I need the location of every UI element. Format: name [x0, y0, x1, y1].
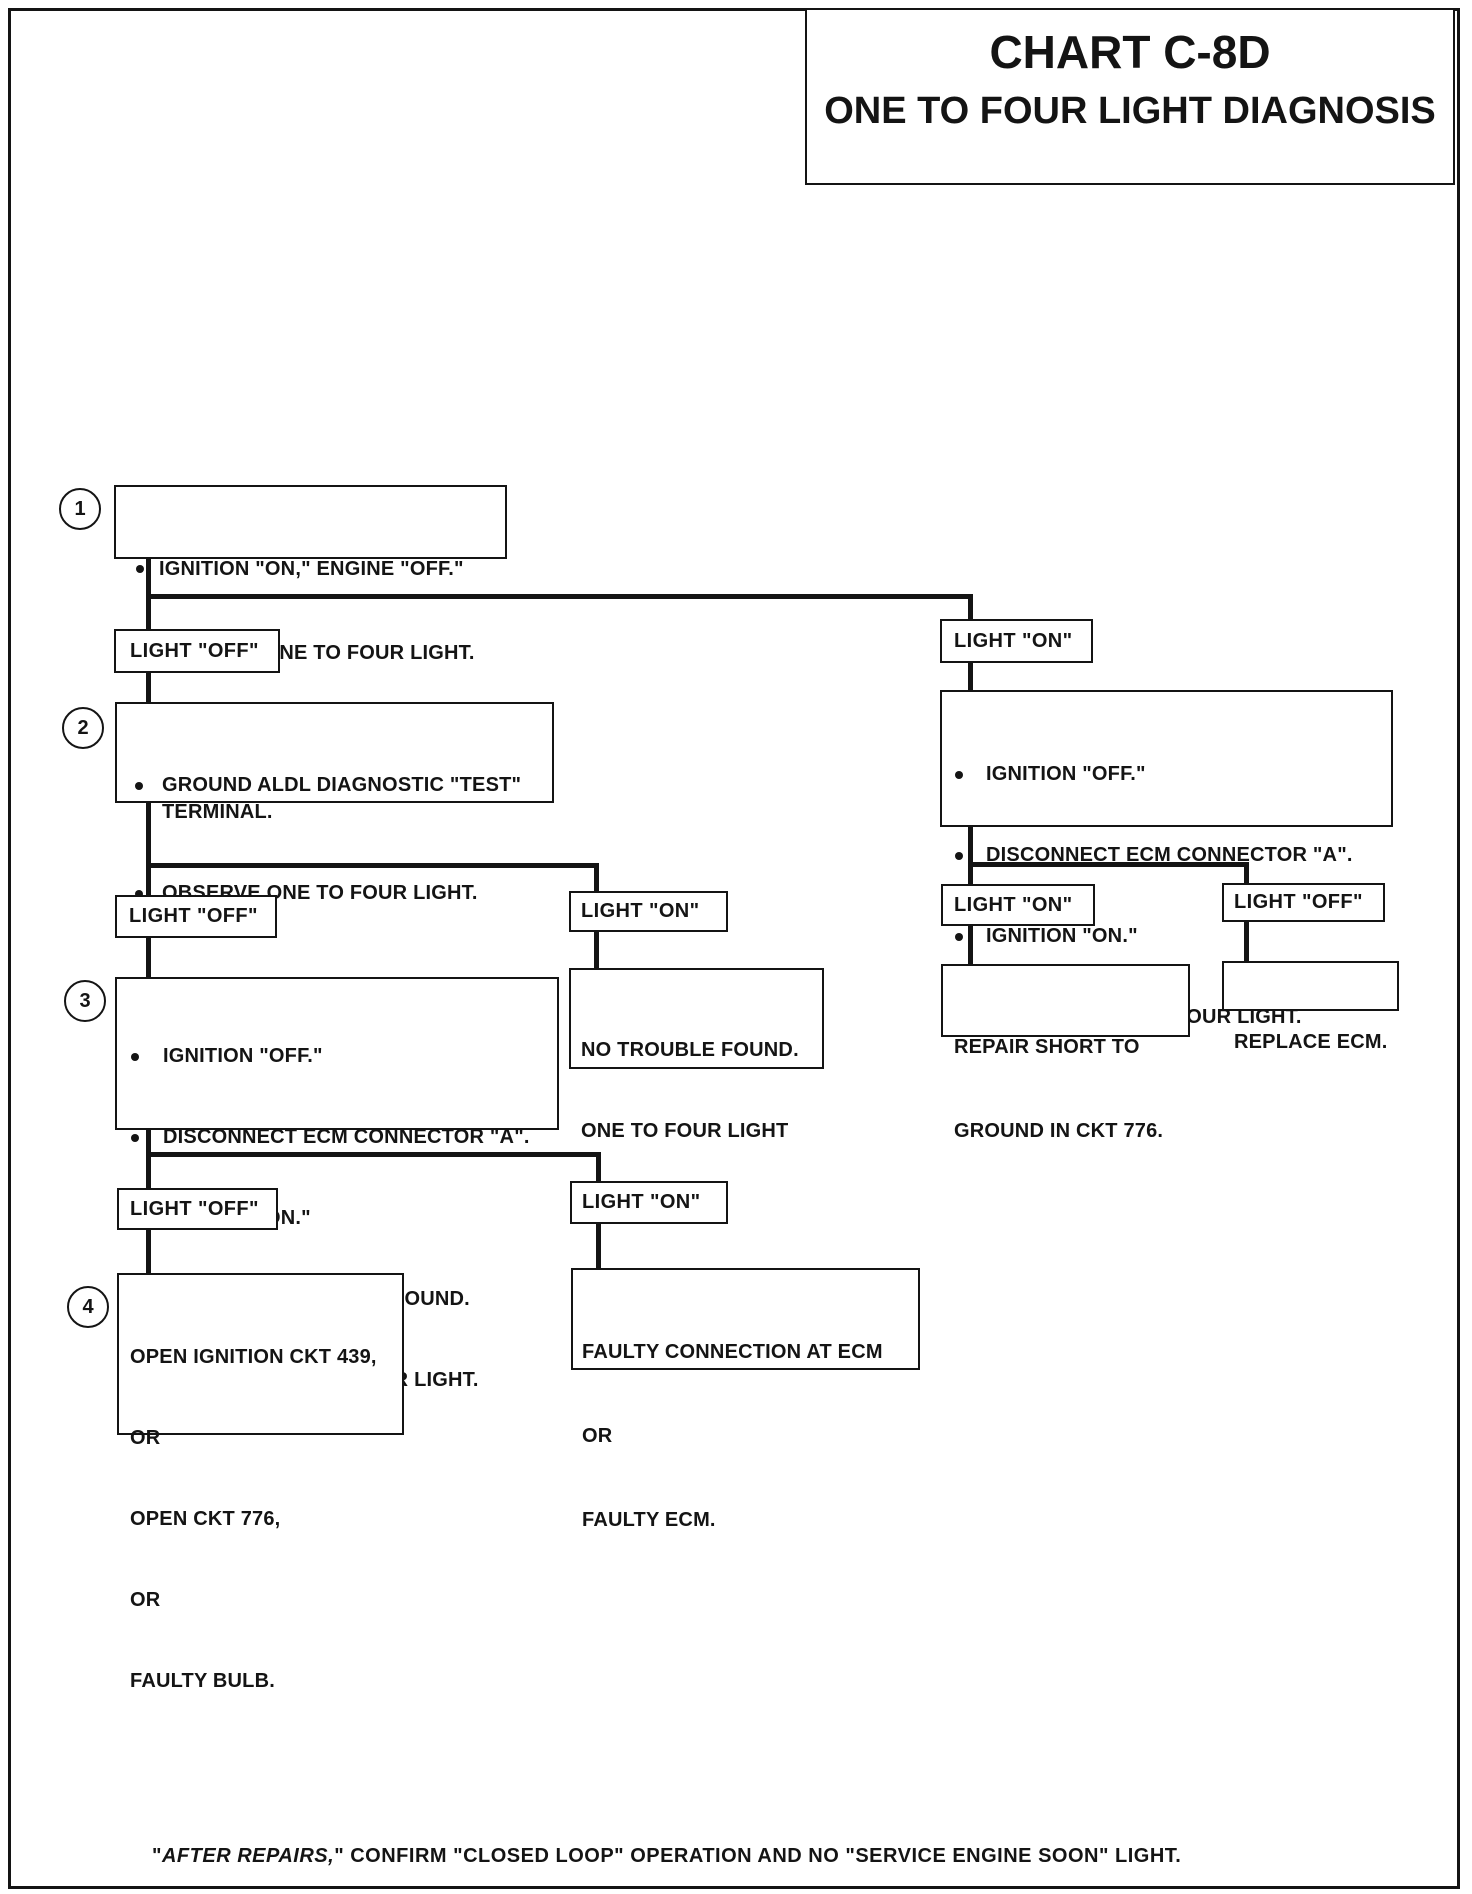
- right-light-off-label: LIGHT "OFF": [1222, 883, 1385, 922]
- step-2-item-text: GROUND ALDL DIAGNOSTIC "TEST" TERMINAL.: [162, 774, 522, 823]
- right-light-on-label: LIGHT "ON": [941, 884, 1095, 926]
- connector-line: [968, 862, 1249, 867]
- connector-line: [1244, 862, 1249, 883]
- title-box: CHART C-8D ONE TO FOUR LIGHT DIAGNOSIS: [805, 8, 1455, 185]
- repair-short-box: REPAIR SHORT TO GROUND IN CKT 776.: [941, 964, 1190, 1142]
- bullet-icon: [131, 1052, 139, 1061]
- page-frame: [8, 8, 1460, 1889]
- connector-line: [1244, 922, 1249, 961]
- connector-line: [146, 1152, 601, 1157]
- faulty-ecm-box: FAULTY CONNECTION AT ECM OR FAULTY ECM.: [571, 1268, 920, 1531]
- connector-line: [146, 1230, 151, 1273]
- connector-line: [146, 803, 151, 895]
- step-1-item-text: IGNITION "ON," ENGINE "OFF.": [159, 558, 464, 580]
- connector-line: [146, 594, 973, 599]
- connector-line: [594, 932, 599, 968]
- right-check-item: IGNITION "OFF.": [955, 761, 1391, 788]
- step-4-box: OPEN IGNITION CKT 439, OR OPEN CKT 776, …: [117, 1273, 404, 1692]
- result-line: GROUND IN CKT 776.: [954, 1120, 1164, 1142]
- right-check-item: IGNITION "ON.": [955, 923, 1391, 950]
- result-line: NO TROUBLE FOUND.: [581, 1039, 799, 1061]
- step-4-line: FAULTY BULB.: [130, 1670, 275, 1692]
- result-line: REPAIR SHORT TO: [954, 1036, 1140, 1058]
- result-line: FAULTY CONNECTION AT ECM: [582, 1341, 883, 1363]
- right-check-item-text: IGNITION "OFF.": [986, 763, 1146, 785]
- bullet-icon: [131, 1133, 139, 1142]
- step-3-item-text: IGNITION "OFF.": [163, 1045, 323, 1067]
- replace-ecm-box: REPLACE ECM.: [1222, 961, 1399, 1053]
- connector-line: [146, 673, 151, 702]
- step-3-box: IGNITION "OFF." DISCONNECT ECM CONNECTOR…: [115, 977, 559, 1391]
- step-1-light-off-label: LIGHT "OFF": [114, 629, 280, 673]
- step-1-number: 1: [59, 488, 101, 530]
- bullet-icon: [955, 770, 963, 779]
- step-4-line: OR: [130, 1427, 161, 1449]
- connector-line: [596, 1224, 601, 1268]
- step-3-light-on-label: LIGHT "ON": [570, 1181, 728, 1224]
- connector-line: [968, 827, 973, 884]
- step-4-line: OR: [130, 1589, 161, 1611]
- step-1-box: IGNITION "ON," ENGINE "OFF." OBSERVE ONE…: [114, 485, 507, 664]
- chart-subtitle: ONE TO FOUR LIGHT DIAGNOSIS: [824, 90, 1436, 132]
- bullet-icon: [135, 781, 143, 790]
- step-2-item-text: OBSERVE ONE TO FOUR LIGHT.: [162, 882, 478, 904]
- connector-line: [968, 594, 973, 619]
- connector-line: [596, 1152, 601, 1181]
- right-check-item-text: IGNITION "ON.": [986, 925, 1138, 947]
- step-3-item-text: DISCONNECT ECM CONNECTOR "A".: [163, 1126, 530, 1148]
- bullet-icon: [135, 889, 143, 898]
- connector-line: [968, 926, 973, 964]
- connector-line: [968, 663, 973, 690]
- step-2-light-off-label: LIGHT "OFF": [115, 895, 277, 938]
- footer-rest: " CONFIRM "CLOSED LOOP" OPERATION AND NO…: [334, 1845, 1182, 1867]
- result-line: REPLACE ECM.: [1234, 1031, 1388, 1053]
- step-2-box: GROUND ALDL DIAGNOSTIC "TEST" TERMINAL. …: [115, 702, 554, 904]
- connector-line: [146, 863, 599, 868]
- step-3-item: DISCONNECT ECM CONNECTOR "A".: [131, 1124, 557, 1151]
- connector-line: [146, 1130, 151, 1188]
- step-4-line: OPEN IGNITION CKT 439,: [130, 1346, 377, 1368]
- footer-lead: ": [152, 1845, 162, 1867]
- step-2-item: OBSERVE ONE TO FOUR LIGHT.: [135, 880, 552, 907]
- step-2-light-on-label: LIGHT "ON": [569, 891, 728, 932]
- result-line: ONE TO FOUR LIGHT: [581, 1120, 789, 1142]
- right-check-item-text: DISCONNECT ECM CONNECTOR "A".: [986, 844, 1353, 866]
- no-trouble-box: NO TROUBLE FOUND. ONE TO FOUR LIGHT CIRC…: [569, 968, 824, 1223]
- step-1-light-on-label: LIGHT "ON": [940, 619, 1093, 663]
- connector-line: [146, 938, 151, 977]
- footer-emphasis: AFTER REPAIRS,: [161, 1845, 335, 1867]
- footer-note: "AFTER REPAIRS," CONFIRM "CLOSED LOOP" O…: [152, 1843, 1181, 1869]
- chart-title: CHART C-8D: [989, 26, 1271, 78]
- step-4-line: OPEN CKT 776,: [130, 1508, 281, 1530]
- bullet-icon: [136, 565, 144, 573]
- right-check-box: IGNITION "OFF." DISCONNECT ECM CONNECTOR…: [940, 690, 1393, 1028]
- step-3-light-off-label: LIGHT "OFF": [117, 1188, 278, 1230]
- bullet-icon: [955, 932, 963, 941]
- step-2-number: 2: [62, 707, 104, 749]
- right-check-item: DISCONNECT ECM CONNECTOR "A".: [955, 842, 1391, 869]
- bullet-icon: [955, 851, 963, 860]
- step-2-item: GROUND ALDL DIAGNOSTIC "TEST" TERMINAL.: [135, 772, 552, 826]
- step-1-item: IGNITION "ON," ENGINE "OFF.": [136, 555, 505, 583]
- result-line: FAULTY ECM.: [582, 1509, 716, 1531]
- step-3-item: IGNITION "OFF.": [131, 1043, 557, 1070]
- step-3-number: 3: [64, 980, 106, 1022]
- result-line: OR: [582, 1425, 613, 1447]
- step-4-number: 4: [67, 1286, 109, 1328]
- connector-line: [594, 863, 599, 891]
